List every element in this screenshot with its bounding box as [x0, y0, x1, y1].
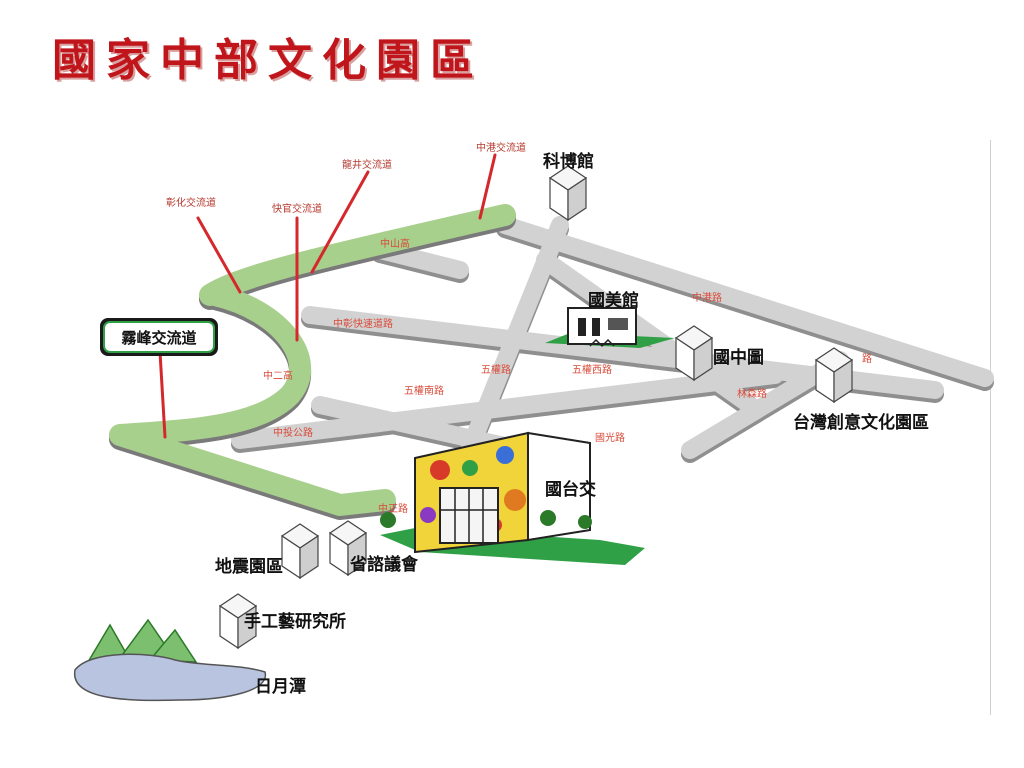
- label-linsen-road: 林森路: [737, 387, 767, 400]
- road-zhonggang: [496, 216, 994, 387]
- creative-park-building: [815, 347, 853, 403]
- label-kuaiguan-interchange: 快官交流道: [272, 202, 322, 215]
- symphony-building: [380, 431, 645, 565]
- label-guoguang-road: 國光路: [595, 431, 625, 444]
- label-wuquan-road: 五權路: [481, 363, 511, 376]
- label-symphony: 國台交: [545, 479, 596, 500]
- label-changhua-interchange: 彰化交流道: [166, 196, 216, 209]
- sun-moon-lake-scene: [74, 618, 267, 702]
- place-labels: 科博館 國美館 國中圖 台灣創意文化園區 國台交 地震園區 省諮議會 手工藝研究…: [215, 151, 929, 697]
- library-building: [675, 325, 713, 381]
- highway-zhongshan: [199, 204, 516, 306]
- label-sun-moon-lake: 日月潭: [255, 677, 306, 697]
- label-partial-road: 路: [862, 352, 872, 365]
- label-zhongshan-hwy: 中山高: [380, 237, 410, 250]
- art-museum-building: [545, 307, 675, 348]
- label-craft-institute: 手工藝研究所: [244, 611, 346, 632]
- interchange-pointers: [158, 153, 497, 439]
- label-wuquan-south-road: 五權南路: [404, 384, 444, 397]
- label-library: 國中圖: [713, 347, 764, 368]
- road-guoguang: [536, 251, 759, 414]
- page-title: 國家中部文化園區: [52, 35, 484, 86]
- label-zhongtou-road: 中投公路: [273, 426, 313, 439]
- label-earthquake-park: 地震園區: [215, 556, 283, 577]
- label-creative-park: 台灣創意文化園區: [793, 412, 929, 433]
- label-zhongzheng-road: 中正路: [378, 502, 408, 515]
- interchange-labels: 彰化交流道 快官交流道 龍井交流道 中港交流道: [166, 141, 526, 215]
- label-longjing-interchange: 龍井交流道: [342, 158, 392, 171]
- wufeng-interchange-callout[interactable]: 霧峰交流道: [100, 318, 218, 356]
- label-science-museum: 科博館: [543, 151, 594, 172]
- label-zhonggang-road: 中港路: [692, 291, 722, 304]
- science-museum-building: [549, 165, 587, 221]
- slide-divider: [990, 140, 991, 715]
- label-art-museum: 國美館: [588, 290, 639, 311]
- label-zhonger-hwy: 中二高: [263, 369, 293, 382]
- label-zhongchang-expressway: 中彰快速道路: [333, 317, 393, 330]
- earthquake-park-building: [281, 523, 319, 579]
- label-wufeng-interchange: 霧峰交流道: [121, 329, 196, 347]
- label-council: 省諮議會: [349, 554, 419, 575]
- road-linsen: [681, 351, 849, 459]
- road-labels: 中山高 中二高 中彰快速道路 中投公路 中正路 中港路 五權路 五權南路 五權西…: [263, 237, 872, 515]
- label-wuquan-west-road: 五權西路: [572, 363, 612, 376]
- label-zhonggang-interchange: 中港交流道: [476, 141, 526, 154]
- road-zhongtou: [231, 366, 784, 449]
